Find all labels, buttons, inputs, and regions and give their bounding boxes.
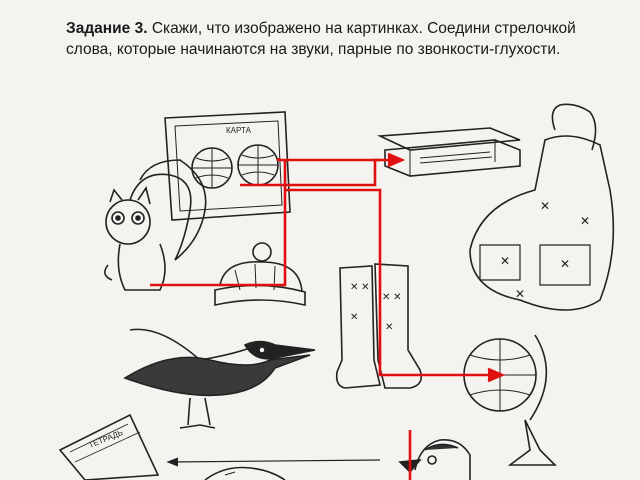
arrow-head-pencil-case: [387, 152, 406, 168]
notebook-caption: ТЕТРАДЬ: [87, 428, 124, 450]
map-caption: КАРТА: [226, 126, 252, 135]
apron-icon[interactable]: ✕ ✕ ✕ ✕ ✕: [469, 103, 615, 311]
printed-arrow: [166, 457, 381, 467]
task-instruction: Скажи, что изображено на картинках. Соед…: [66, 20, 576, 58]
fish-icon[interactable]: [204, 466, 286, 480]
map-icon[interactable]: КАРТА: [164, 111, 291, 221]
squirrel-icon[interactable]: [104, 159, 207, 291]
svg-text:✕: ✕: [385, 322, 393, 333]
arrow-hat-vertical: [285, 188, 496, 377]
globe-icon[interactable]: [463, 334, 557, 466]
arrow-head-globe: [487, 367, 506, 383]
magpie-icon[interactable]: [123, 328, 316, 429]
svg-text:✕: ✕: [515, 287, 525, 301]
svg-text:✕: ✕: [580, 214, 590, 228]
notebook-icon[interactable]: ТЕТРАДЬ: [58, 413, 160, 480]
svg-text:✕: ✕: [500, 254, 510, 268]
answer-arrows: [150, 152, 506, 480]
arrow-squirrel-to-globe: [150, 158, 380, 287]
svg-text:✕: ✕: [540, 199, 550, 213]
task-text: Задание 3. Скажи, что изображено на карт…: [66, 18, 626, 60]
boots-icon[interactable]: ✕ ✕ ✕ ✕ ✕ ✕: [335, 263, 423, 389]
svg-text:✕ ✕: ✕ ✕: [382, 292, 402, 303]
svg-text:✕: ✕: [560, 257, 570, 271]
pencil-case-icon[interactable]: [376, 127, 521, 177]
arrow-map-to-pencil-case: [240, 158, 396, 187]
svg-text:✕: ✕: [350, 312, 358, 323]
svg-text:✕ ✕: ✕ ✕: [350, 282, 370, 293]
hat-icon[interactable]: [214, 242, 306, 306]
task-label: Задание 3.: [66, 20, 148, 37]
